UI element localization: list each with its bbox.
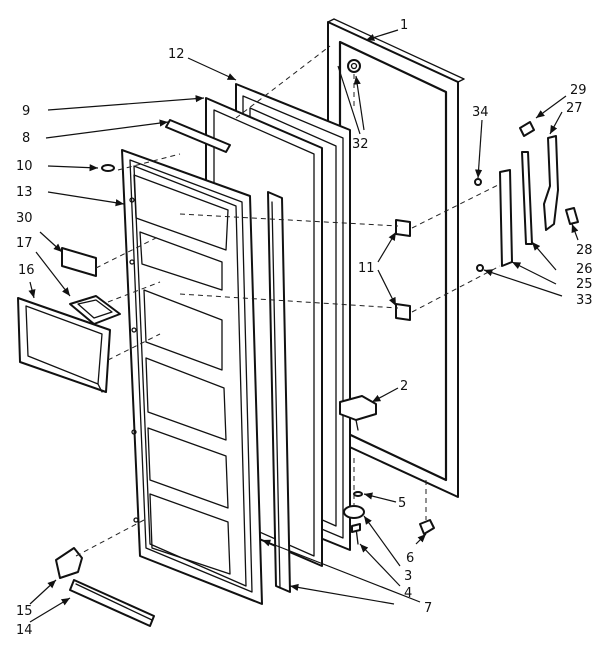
callout-25: 25 — [576, 277, 593, 292]
callout-8: 8 — [22, 131, 30, 146]
plug — [347, 59, 361, 73]
callout-15: 15 — [16, 604, 33, 619]
handle-screw-cover — [519, 121, 535, 137]
callout-27: 27 — [566, 101, 583, 116]
handle-screw-bottom — [476, 264, 484, 272]
screw — [101, 164, 115, 172]
callout-30: 30 — [16, 211, 33, 226]
callout-33: 33 — [576, 293, 593, 308]
hinge-pin — [351, 523, 361, 545]
callout-12: 12 — [168, 47, 185, 62]
callout-32: 32 — [352, 137, 369, 152]
callout-29: 29 — [570, 83, 587, 98]
callout-11: 11 — [358, 261, 375, 276]
callout-1: 1 — [400, 18, 408, 33]
callout-16: 16 — [18, 263, 35, 278]
callout-17: 17 — [16, 236, 33, 251]
callout-7: 7 — [424, 601, 432, 616]
callout-34: 34 — [472, 105, 489, 120]
callout-2: 2 — [400, 379, 408, 394]
callout-labels: 1 12 9 8 10 13 30 17 16 32 11 2 5 6 3 4 … — [16, 18, 593, 638]
callout-9: 9 — [22, 104, 30, 119]
hinge-bushing — [343, 505, 365, 519]
callout-26: 26 — [576, 262, 593, 277]
callout-14: 14 — [16, 623, 33, 638]
handle-end-cap — [499, 169, 513, 267]
door-panel-insert — [61, 247, 97, 277]
handle-screw-top — [474, 178, 482, 186]
washer — [353, 491, 363, 497]
hinge-plate-lower — [395, 303, 411, 321]
callout-3: 3 — [404, 569, 412, 584]
handle-trim — [543, 135, 559, 231]
callout-28: 28 — [576, 243, 593, 258]
hinge-plate-upper — [395, 219, 411, 237]
dispenser-trim-panel — [17, 297, 111, 393]
callout-13: 13 — [16, 185, 33, 200]
inner-door-liner — [121, 149, 263, 605]
handle-bar — [521, 151, 533, 245]
dispenser-cup — [69, 295, 121, 325]
hinge-nut — [419, 519, 435, 535]
bottom-hinge-cap — [55, 547, 83, 579]
toe-grille-strip — [69, 579, 155, 627]
hinge-bracket — [339, 395, 377, 431]
leader-lines — [28, 29, 579, 623]
breaker-strip-vertical — [267, 191, 291, 593]
callout-10: 10 — [16, 159, 33, 174]
callout-6: 6 — [406, 551, 414, 566]
handle-insert — [565, 207, 579, 225]
callout-4: 4 — [404, 586, 412, 601]
callout-5: 5 — [398, 496, 406, 511]
